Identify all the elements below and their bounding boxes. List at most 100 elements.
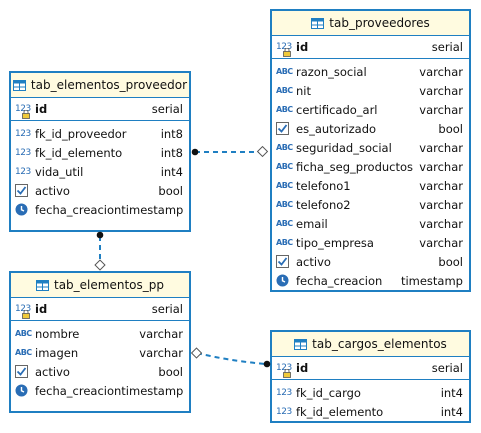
number-icon: 123 [15,128,31,139]
number-icon: 123 [276,406,292,417]
table-icon [12,79,26,91]
column-type: int4 [160,164,183,179]
column-type: bool [438,121,463,136]
text-icon: ABC [15,329,32,338]
column-type: serial [151,102,183,116]
column-name: fecha_creacion [296,273,383,288]
checkbox-icon [276,255,293,268]
text-icon: ABC [276,181,293,190]
clock-icon [15,384,32,397]
column-name: fk_id_elemento [296,404,384,419]
text-icon: ABC [276,162,293,171]
column-name: id [296,40,309,54]
table-tab-elementos-proveedor[interactable]: tab_elementos_proveedor 123 id serial 12… [9,71,191,232]
relationship-elementos-proveedor-to-proveedores[interactable] [191,145,269,158]
column-row[interactable]: activo bool [272,252,469,271]
column-row[interactable]: activo bool [11,362,189,381]
table-tab-proveedores[interactable]: tab_proveedores 123 id serial ABC razon_s… [270,9,471,292]
primary-key-row[interactable]: 123 id serial [272,36,469,59]
column-row[interactable]: fecha_creacion timestamp [272,271,469,290]
column-type: bool [438,254,463,269]
column-name: fk_id_elemento [35,145,123,160]
column-name: fecha_creacion [35,202,122,217]
table-title: tab_elementos_pp [54,278,164,292]
column-row[interactable]: 123 vida_util int4 [11,162,189,181]
column-name: telefono2 [296,197,351,212]
checkbox-icon [15,365,32,378]
column-type: serial [151,302,183,316]
table-header[interactable]: tab_cargos_elementos [272,332,469,357]
primary-key-icon: 123 [15,304,32,319]
column-type: varchar [419,140,463,155]
column-type: serial [431,361,463,375]
column-type: varchar [419,83,463,98]
number-icon: 123 [276,387,292,398]
clock-icon [15,203,32,216]
column-type: varchar [419,64,463,79]
column-type: varchar [419,235,463,250]
clock-icon [276,274,293,287]
column-type: bool [158,364,183,379]
relationship-end-many [191,148,199,156]
column-type: timestamp [121,202,184,217]
column-name: telefono1 [296,178,351,193]
column-type: varchar [139,326,183,341]
column-name: ficha_seg_productos [296,159,414,174]
number-icon: 123 [15,166,31,177]
column-type: timestamp [400,273,463,288]
table-header[interactable]: tab_elementos_pp [11,273,189,298]
column-name: activo [296,254,331,269]
primary-key-row[interactable]: 123 id serial [11,98,189,121]
column-name: tipo_empresa [296,235,374,250]
column-name: activo [35,364,70,379]
column-type: varchar [419,159,463,174]
column-name: vida_util [35,164,84,179]
text-icon: ABC [15,348,32,357]
relationship-end-many [263,360,271,368]
text-icon: ABC [276,238,293,247]
relationship-end-many [96,231,104,239]
primary-key-row[interactable]: 123 id serial [272,357,469,380]
column-name: id [296,361,309,375]
column-name: razon_social [296,64,367,79]
relationship-end-one [94,259,106,271]
column-type: varchar [419,216,463,231]
column-name: certificado_arl [296,102,378,117]
table-icon [36,279,49,291]
relationship-cargos-elementos-to-elementos-pp[interactable] [190,347,271,368]
table-icon [311,17,325,29]
table-header[interactable]: tab_elementos_proveedor [11,73,189,98]
table-header[interactable]: tab_proveedores [272,11,469,36]
column-name: imagen [35,345,79,360]
primary-key-row[interactable]: 123 id serial [11,298,189,321]
table-title: tab_proveedores [329,16,430,30]
column-type: timestamp [121,383,184,398]
primary-key-icon: 123 [276,42,293,57]
relationship-elementos-proveedor-to-elementos-pp[interactable] [94,231,106,271]
primary-key-icon: 123 [276,363,293,378]
